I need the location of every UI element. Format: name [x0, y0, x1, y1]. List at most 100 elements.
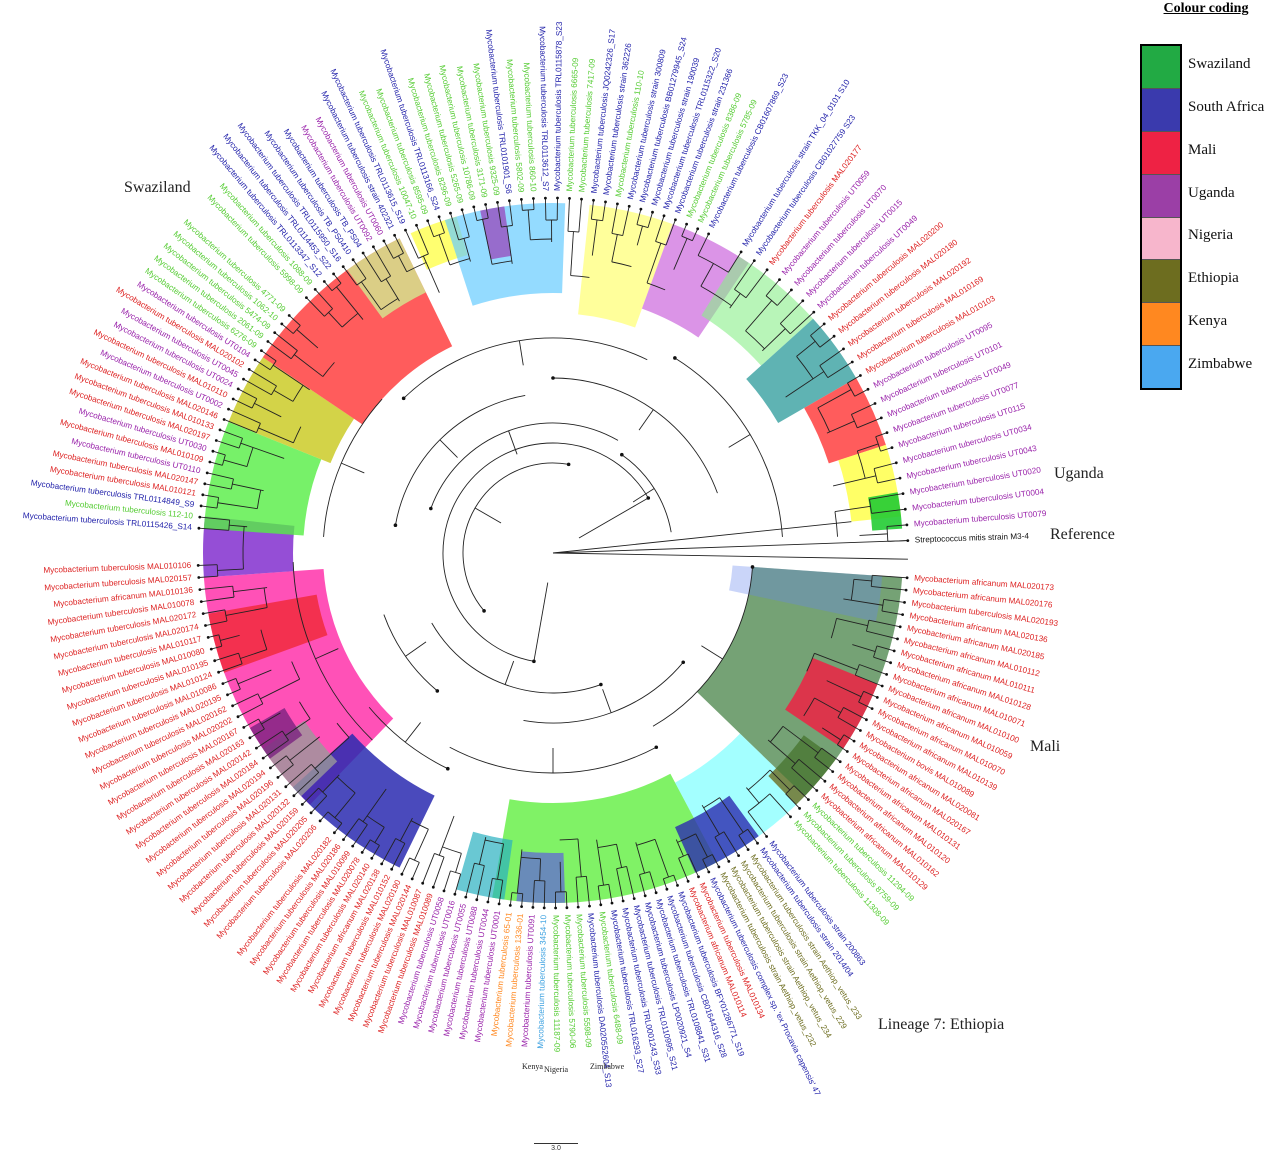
branch-radial — [873, 462, 897, 470]
leaf-dot — [497, 902, 501, 906]
leaf-dot — [904, 588, 908, 592]
branch-radial — [218, 663, 243, 673]
node-dot — [393, 523, 398, 528]
branch-radial — [243, 378, 272, 396]
branch-radial — [881, 610, 903, 616]
branch-arc — [403, 337, 648, 399]
branch-radial — [810, 323, 825, 336]
branch-radial — [649, 871, 657, 893]
leaf-dot — [227, 407, 230, 411]
branch-radial — [616, 868, 624, 902]
leaf-dot — [214, 439, 218, 442]
branch-radial — [837, 717, 861, 731]
branch-radial — [371, 845, 380, 859]
branch-arc — [322, 362, 335, 377]
node-dot — [646, 496, 651, 500]
region-label-zimbabwe: Zimbabwe — [590, 1062, 625, 1071]
node-dot — [445, 766, 450, 771]
branch-radial — [866, 630, 898, 640]
branch-radial — [310, 795, 328, 814]
leaf-dot — [896, 637, 899, 641]
branch-radial — [261, 712, 281, 725]
leaf-dot — [556, 196, 559, 200]
branch-radial — [254, 402, 282, 418]
leaf-dot — [812, 310, 816, 314]
branch-radial — [383, 240, 394, 259]
leaf-dot — [697, 875, 700, 879]
branch-radial — [852, 644, 876, 652]
leaf-dot — [592, 198, 595, 202]
branch-radial — [863, 690, 878, 698]
branch-radial — [373, 246, 392, 277]
branch-radial — [199, 585, 233, 591]
branch-radial — [701, 645, 723, 660]
branch-arc — [850, 414, 858, 428]
leaf-dot — [822, 322, 826, 326]
leaf-dot — [727, 860, 731, 863]
branch-radial — [314, 289, 333, 310]
legend-swatch-kenya — [1142, 303, 1180, 347]
branch-radial — [636, 225, 643, 246]
branch-radial — [826, 420, 855, 434]
branch-radial — [198, 527, 229, 531]
leaf-dot — [370, 856, 374, 860]
node-dot — [401, 396, 406, 401]
branch-radial — [590, 200, 594, 220]
leaf-dot — [332, 272, 335, 276]
leaf-dot — [247, 368, 251, 371]
legend-swatch-ethiopia — [1142, 260, 1180, 304]
branch-radial — [422, 853, 435, 884]
branch-radial — [608, 884, 613, 904]
branch-radial — [814, 757, 834, 772]
branch-radial — [478, 837, 487, 865]
leaf-label: Mycobacterium tuberculosis MAL010106 — [43, 561, 192, 575]
branch-arc — [336, 722, 350, 738]
leaf-dot — [199, 600, 203, 603]
leaf-dot — [380, 862, 384, 866]
branch-radial — [352, 824, 368, 847]
leaf-dot — [318, 819, 322, 823]
branch-radial — [237, 669, 272, 685]
leaf-label: Mycobacterium tuberculosis 3454-10 — [536, 914, 548, 1048]
branch-radial — [414, 829, 429, 861]
legend-label-nigeria: Nigeria — [1188, 227, 1233, 244]
branch-radial — [362, 252, 382, 283]
leaf-dot — [599, 903, 603, 907]
branch-radial — [622, 206, 630, 236]
leaf-dot — [201, 612, 205, 615]
branch-radial — [678, 858, 689, 882]
leaf-dot — [226, 693, 229, 697]
branch-radial — [567, 198, 570, 232]
node-dot — [429, 506, 433, 511]
region-label-kenya: Kenya — [522, 1062, 543, 1071]
leaf-dot — [765, 268, 769, 272]
leaf-dot — [508, 199, 511, 203]
branch-arc — [235, 678, 241, 690]
leaf-dot — [790, 288, 793, 292]
branch-radial — [411, 862, 420, 880]
branch-radial — [322, 774, 340, 793]
branch-radial — [520, 199, 523, 211]
leaf-dot — [894, 461, 898, 465]
leaf-dot — [707, 870, 711, 874]
branch-arc — [260, 629, 268, 650]
branch-arc — [865, 620, 870, 632]
branch-radial — [673, 874, 678, 886]
leaf-dot — [400, 872, 404, 876]
branch-radial — [198, 575, 218, 578]
leaf-dot — [342, 838, 345, 841]
branch-radial — [487, 878, 493, 903]
branch-radial — [886, 524, 907, 527]
leaf-dot — [197, 526, 201, 530]
leaf-dot — [242, 377, 245, 381]
branch-radial — [261, 350, 277, 362]
branch-radial — [341, 462, 365, 474]
branch-radial — [204, 483, 232, 490]
leaf-dot — [231, 704, 235, 708]
leaf-dot — [269, 766, 272, 770]
branch-radial — [334, 823, 343, 834]
leaf-dot — [651, 210, 654, 214]
branch-radial — [854, 388, 869, 397]
leaf-dot — [686, 879, 690, 883]
leaf-dots — [196, 196, 910, 910]
